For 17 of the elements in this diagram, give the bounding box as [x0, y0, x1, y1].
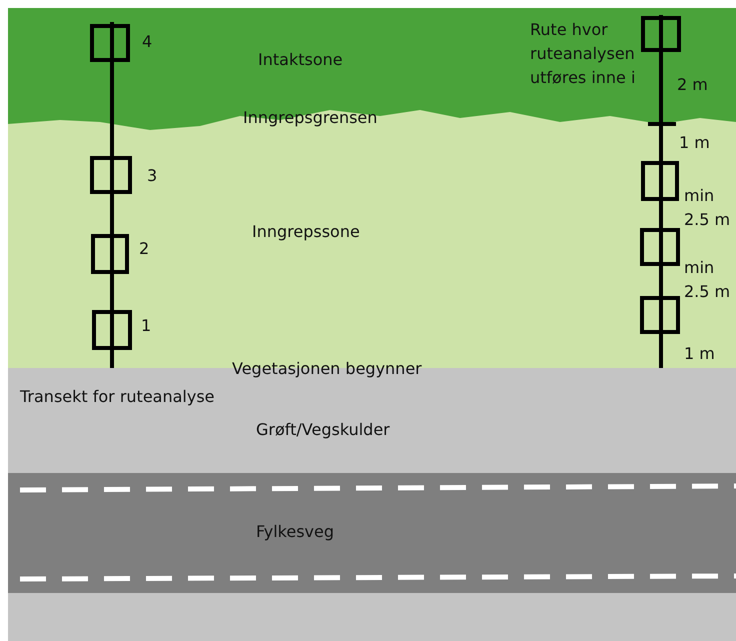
zone-label: Intaktsone [258, 49, 343, 71]
distance-label: 2 m [677, 74, 708, 96]
plot-number: 3 [147, 165, 158, 187]
plot-number: 1 [141, 315, 152, 337]
zone-label: Inngrepssone [252, 221, 360, 243]
distance-label: min 2.5 m [684, 257, 732, 303]
boundary-label: Inngrepsgrensen [243, 107, 378, 129]
boundary-label: Vegetasjonen begynner [232, 358, 422, 380]
route-note: Rute hvor ruteanalysen utføres inne i [530, 19, 636, 89]
distance-label: 1 m [679, 132, 710, 154]
distance-label: min 2.5 m [684, 185, 732, 231]
road-label: Fylkesveg [256, 521, 334, 543]
zone-label: Grøft/Vegskulder [256, 419, 390, 441]
plot-number: 2 [139, 238, 150, 260]
transect-label: Transekt for ruteanalyse [20, 386, 215, 408]
plot-number: 4 [142, 31, 152, 53]
distance-label: 1 m [684, 343, 715, 365]
